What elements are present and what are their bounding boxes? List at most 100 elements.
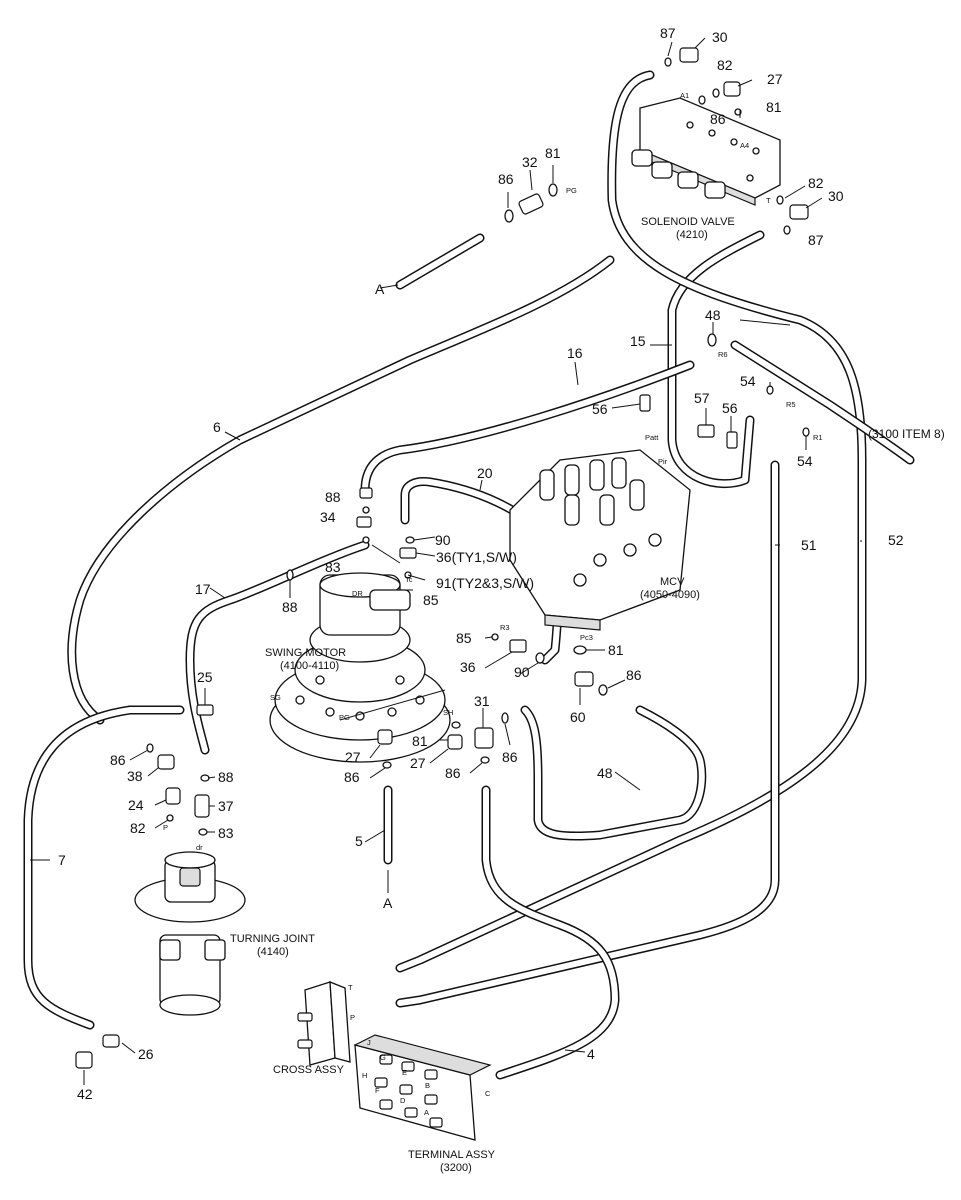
port-DR: DR — [352, 589, 363, 598]
callout-81: 81 — [412, 733, 428, 749]
callout-42: 42 — [77, 1086, 93, 1102]
port-PG-motor: PG — [339, 713, 350, 722]
callout-48: 48 — [705, 307, 721, 323]
port-SH: SH — [443, 708, 453, 717]
callout-81: 81 — [766, 99, 782, 115]
callout-56: 56 — [722, 400, 738, 416]
callout-6: 6 — [213, 419, 221, 435]
callout-36: 36(TY1,S/W) — [436, 549, 517, 565]
mcv-code: (4050-4090) — [640, 589, 700, 601]
caption-layer: SOLENOID VALVE (4210) MCV (4050-4090) SW… — [230, 216, 735, 1174]
callout-51: 51 — [801, 537, 817, 553]
port-R1: R1 — [813, 433, 823, 442]
callout-83: 83 — [218, 825, 234, 841]
port-P-cross: P — [350, 1013, 355, 1022]
callout-7: 7 — [58, 852, 66, 868]
oring-82-sol — [776, 195, 784, 205]
callout-27: 27 — [767, 71, 783, 87]
mcv-block — [509, 449, 691, 631]
callout-30: 30 — [712, 29, 728, 45]
callout-88: 88 — [282, 599, 298, 615]
port-R3: R3 — [500, 623, 510, 632]
callout-90: 90 — [435, 532, 451, 548]
callout-24: 24 — [128, 797, 144, 813]
port-dr-turning-joint: dr — [196, 843, 203, 852]
callout-86: 86 — [498, 171, 514, 187]
cross-assy-title: CROSS ASSY — [273, 1064, 345, 1076]
callout-layer: 87 30 82 27 81 86 32 81 86 82 30 87 A 48… — [58, 25, 945, 1102]
callout-17: 17 — [195, 581, 211, 597]
callout-54: 54 — [740, 373, 756, 389]
callout-57: 57 — [694, 390, 710, 406]
callout-86: 86 — [502, 749, 518, 765]
callout-36: 36 — [460, 659, 476, 675]
callout-26: 26 — [138, 1046, 154, 1062]
callout-38: 38 — [127, 768, 143, 784]
callout-82: 82 — [717, 57, 733, 73]
callout-86: 86 — [110, 752, 126, 768]
port-J: J — [367, 1038, 371, 1047]
swing-motor-title: SWING MOTOR — [265, 647, 346, 659]
terminal-assy-title: TERMINAL ASSY — [408, 1149, 496, 1161]
oring-86-32 — [504, 209, 514, 223]
leader-lines — [30, 37, 862, 1085]
callout-90: 90 — [514, 664, 530, 680]
port-D: D — [400, 1096, 406, 1105]
terminal-assy-code: (3200) — [440, 1162, 472, 1174]
callout-52: 52 — [888, 532, 904, 548]
callout-A-bottom: A — [383, 895, 393, 911]
port-B: B — [425, 1081, 430, 1090]
port-H: H — [362, 1071, 367, 1080]
callout-27: 27 — [345, 749, 361, 765]
port-Patt: Patt — [645, 433, 659, 442]
port-R6: R6 — [718, 350, 728, 359]
callout-82: 82 — [130, 820, 146, 836]
callout-81: 81 — [608, 642, 624, 658]
port-R5: R5 — [786, 400, 796, 409]
port-Pc3: Pc3 — [580, 633, 593, 642]
callout-88: 88 — [325, 489, 341, 505]
callout-87: 87 — [660, 25, 676, 41]
callout-85: 85 — [423, 592, 439, 608]
callout-56: 56 — [592, 401, 608, 417]
turning-joint — [134, 851, 246, 1016]
callout-85: 85 — [456, 630, 472, 646]
port-A1: A1 — [680, 91, 689, 100]
fitting-30-sol — [789, 204, 809, 220]
swing-motor — [269, 572, 451, 763]
port-F: F — [375, 1086, 380, 1095]
callout-83: 83 — [325, 559, 341, 575]
port-E: E — [402, 1068, 407, 1077]
callout-31: 31 — [474, 693, 490, 709]
callout-91: 91(TY2&3,S/W) — [436, 575, 534, 591]
switch-56-right — [726, 431, 738, 449]
callout-A-top: A — [375, 281, 385, 297]
turning-joint-code: (4140) — [257, 946, 289, 958]
port-P-turning-joint: P — [163, 823, 168, 832]
oring-82-top — [712, 88, 720, 98]
callout-32: 32 — [522, 154, 538, 170]
oring-81-pg — [548, 183, 558, 197]
fitting-32 — [518, 193, 544, 215]
callout-37: 37 — [218, 798, 234, 814]
turning-joint-title: TURNING JOINT — [230, 933, 315, 945]
callout-82: 82 — [808, 175, 824, 191]
port-Tc: Tc — [405, 575, 413, 584]
callout-5: 5 — [355, 833, 363, 849]
fitting-57 — [697, 424, 715, 438]
port-T-cross: T — [348, 983, 353, 992]
port-SG: SG — [270, 693, 281, 702]
fittings-layer — [75, 47, 810, 1069]
callout-54: 54 — [797, 453, 813, 469]
terminal-assy — [353, 1034, 492, 1141]
callout-30: 30 — [828, 188, 844, 204]
port-A-terminal: A — [424, 1108, 429, 1117]
callout-48: 48 — [597, 765, 613, 781]
callout-86: 86 — [710, 111, 726, 127]
callout-86: 86 — [344, 769, 360, 785]
port-PG: PG — [566, 186, 577, 195]
callout-20: 20 — [477, 465, 493, 481]
callout-60: 60 — [570, 709, 586, 725]
oring-87-top — [664, 57, 672, 67]
